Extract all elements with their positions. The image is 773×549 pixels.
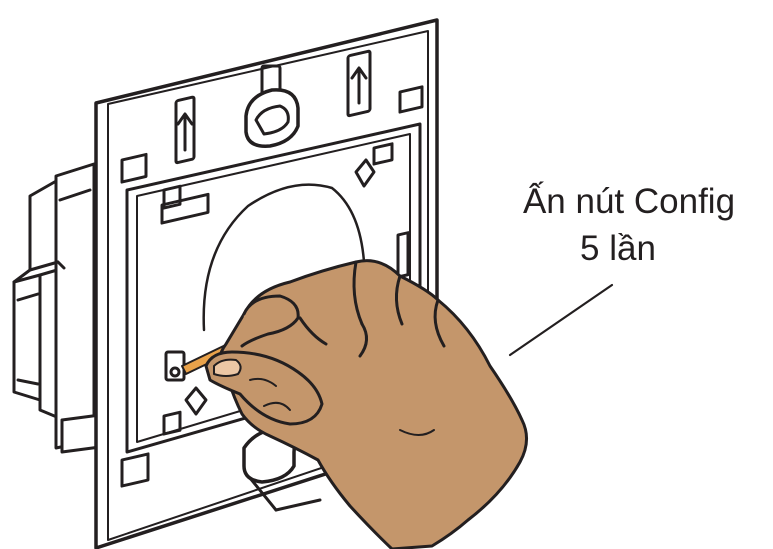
hand — [206, 261, 527, 549]
module-body — [14, 164, 100, 452]
callout-line-2: 5 lần — [462, 225, 773, 272]
instruction-callout: Ấn nút Config 5 lần — [484, 178, 773, 272]
callout-line-1: Ấn nút Config — [484, 178, 773, 225]
leader-line — [510, 285, 612, 355]
